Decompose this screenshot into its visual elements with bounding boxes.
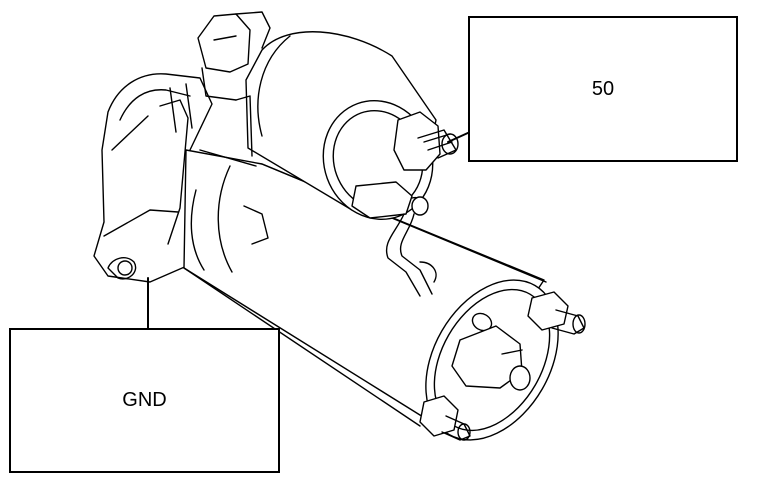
ground-label: GND [122, 389, 167, 411]
terminal-50-callout: 50 [468, 16, 738, 162]
terminal-50-stud [351, 111, 459, 219]
connecting-strap [385, 213, 437, 297]
end-cap [425, 279, 559, 441]
mounting-flange [93, 73, 213, 283]
ground-callout: GND [9, 328, 280, 473]
leader-line-50 [447, 131, 471, 143]
terminal-50-label: 50 [591, 77, 615, 100]
through-bolt-studs [419, 291, 586, 441]
